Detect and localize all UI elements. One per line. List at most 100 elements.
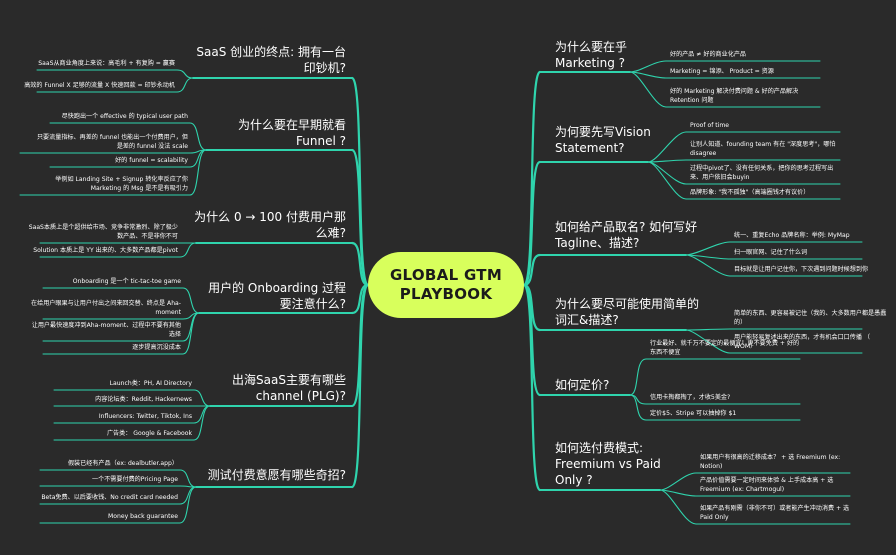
connector-line [179,469,197,488]
central-topic-line-2: PLAYBOOK [399,285,493,303]
leaf-item[interactable]: SaaS本质上是个超供给市场、竞争非常激烈、除了极少数产品、不是非你不可 [28,224,178,240]
connector-line [350,76,370,287]
leaf-item[interactable]: Money back guarantee [107,513,178,520]
leaf-item[interactable]: Launch类：PH, AI Directory [109,380,192,387]
connector-line [659,472,697,491]
leaf-item[interactable]: 品牌形象: "我不孤独"（高端圈钱才有议价） [690,189,810,196]
connector-line [350,241,370,287]
connector-line [685,328,731,331]
branch-title-line: 为什么 0 → 100 付费用户那 [194,210,346,224]
connector-line [189,122,207,151]
connector-line [522,160,542,287]
branch-title-line: 词汇&描述? [555,312,619,327]
leaf-item[interactable]: 定价$5、Stripe 可以抽掉你 $1 [650,410,737,417]
connector-line [629,358,647,396]
connector-line [350,148,370,287]
connector-line [179,486,197,524]
connector-line [179,242,197,258]
leaf-item[interactable]: Proof of time [690,122,730,129]
leaf-item[interactable]: Beta免费、以后要收钱、No credit card needed [41,494,178,501]
leaf-item[interactable]: 好的 funnel = scalability [115,157,188,164]
branch-title-line: Only ? [555,472,593,487]
connector-line [193,389,211,407]
leaf-item[interactable]: 扫一眼官网、记住了什么词 [734,249,808,256]
central-topic[interactable]: GLOBAL GTM PLAYBOOK [368,252,524,318]
connector-line [647,131,687,163]
leaf-item[interactable]: SaaS从商业角度上来说：高毛利 + 有复购 = 赢赛 [38,60,175,67]
branch-title[interactable]: 用户的 Onboarding 过程要注意什么? [208,281,346,313]
leaf-item[interactable]: 好的产品 ≠ 好的商业化产品 [670,51,747,58]
leaf-item[interactable]: 让用户最快速度冲到Aha-moment、过程中不要有其他选择 [31,322,181,338]
connector-line [629,394,647,405]
leaf-item[interactable]: 目标就是让用户记住你，下次遇到问题时候想到你 [734,266,869,273]
leaf-item[interactable]: 广告类： Google & Facebook [106,430,192,437]
connector-line [629,394,647,421]
branch-title[interactable]: 如何定价? [555,378,609,394]
central-topic-line-1: GLOBAL GTM [389,265,503,284]
connector-line [182,287,200,314]
leaf-item[interactable]: 统一、重复Echo 品牌名称：举例: MyMap [734,232,850,239]
branch-title-line: 为什么要尽可能使用简单的 [555,297,700,311]
leaf-item[interactable]: 尽快跑出一个 effective 的 typical user path [61,113,188,120]
connector-line [647,159,687,163]
connector-line [176,69,194,79]
branch-title[interactable]: 测试付费意愿有哪些奇招? [208,468,346,484]
branch-title-line: 为何要先写Vision [555,125,651,139]
leaf-item[interactable]: 如果用户有很高的迁移成本？ + 选 Freemium (ex:Notion) [700,454,841,470]
connector-line [522,253,542,287]
leaf-item[interactable]: 内容论坛类：Reddit, Hackernews [95,396,192,403]
leaf-item[interactable]: 假装已经有产品（ex: dealbutler.app） [67,460,178,467]
branch-title-line: channel (PLG)? [255,388,346,403]
branch-title-line: Tagline、描述? [555,235,640,250]
leaf-item[interactable]: 高效的 Funnel X 足够的流量 X 快速回款 = 印钞永动机 [24,82,175,89]
connector-line [350,283,370,489]
branch-title[interactable]: SaaS 创业的终点: 拥有一台印钞机? [196,45,346,77]
branch-title-line: 么难? [315,225,346,240]
leaf-item[interactable]: Solution 本质上是 YY 出来的、大多数产品都是pivot [33,247,178,254]
branch-title-line: 如何定价? [555,378,610,392]
leaf-item[interactable]: 用户能轻易复述出来的东西，才有机会口口传播 （WOM） [734,334,870,350]
connector-line [659,489,697,525]
connector-line [522,283,542,492]
leaf-item[interactable]: 简单的东西、更容易被记住（我的、大多数用户都是愚蠢的） [734,310,887,326]
connector-line [629,60,667,73]
leaf-item[interactable]: 逐步提高沉没成本 [132,344,181,351]
connector-line [685,329,731,354]
leaf-item[interactable]: 只要流量指标、再差的 funnel 也能出一个付费用户，但是差的 funnel … [36,134,188,150]
connector-line [176,77,194,93]
connector-line [647,161,687,200]
leaf-item[interactable]: 过程中pivot了、没有任何关系，把你的思考过程写出来、用户依旧会buyin [690,165,834,181]
connector-line [189,149,207,196]
branch-title[interactable]: 为什么 0 → 100 付费用户那么难? [194,210,346,242]
leaf-item[interactable]: 一个不需要付费的Pricing Page [92,476,178,483]
connector-line [182,312,200,355]
branch-title-line: 用户的 Onboarding 过程 [208,281,346,295]
branch-title-line: 要注意什么? [279,296,346,311]
connector-line [179,486,197,505]
branch-title-line: Freemium vs Paid [555,456,661,471]
leaf-item[interactable]: Marketing = 锦添、 Product = 资源 [670,68,774,75]
connector-line [685,254,731,277]
leaf-item[interactable]: Influencers: Twitter, Tiktok, Ins [98,413,192,420]
branch-title-line: 印钞机? [303,60,346,75]
branch-title-line: 测试付费意愿有哪些奇招? [207,468,346,482]
leaf-item[interactable]: 在给用户眼果与让用户付出之间来回交替、终点是 Aha-moment [31,300,181,316]
leaf-item[interactable]: 信用卡掏都掏了，才收5美金? [650,394,731,401]
leaf-item[interactable]: 行业最好、就千万不要定的最便宜！更不要免费 + 好的东西不便宜 [650,340,800,356]
connector-line [193,405,211,441]
branch-title[interactable]: 为什么要尽可能使用简单的词汇&描述? [555,297,699,329]
leaf-item[interactable]: Onboarding 是一个 tic-tac-toe game [72,278,181,285]
branch-title-line: Marketing ? [555,55,625,70]
